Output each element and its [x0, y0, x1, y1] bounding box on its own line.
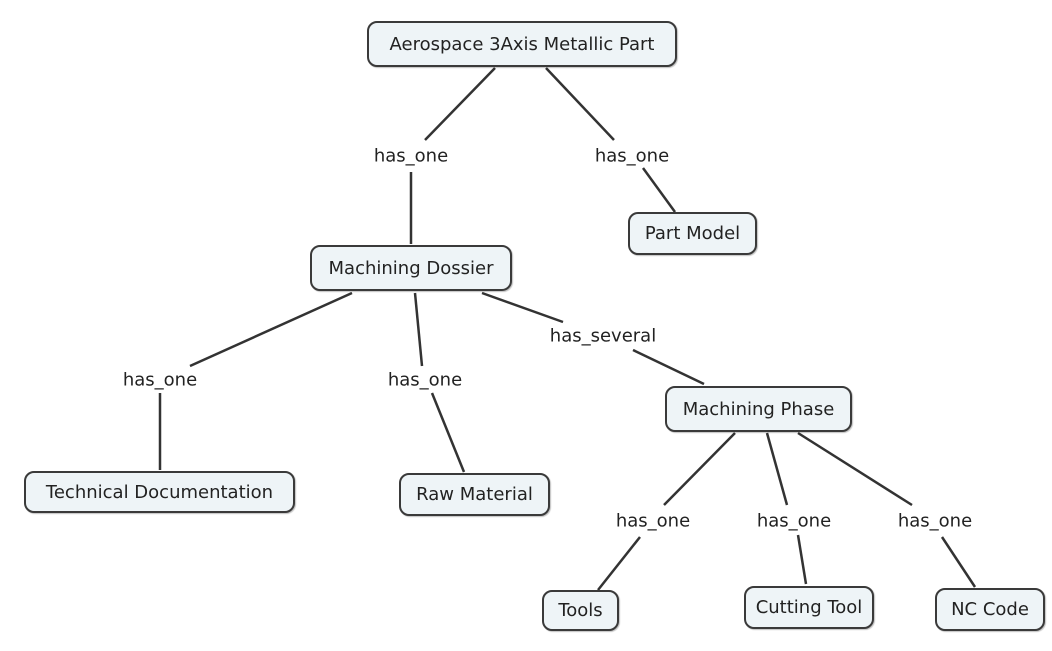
node-root[interactable]: Aerospace 3Axis Metallic Part [367, 21, 677, 67]
link-line-dossier-raw-a [413, 292, 424, 367]
node-technical-documentation[interactable]: Technical Documentation [24, 471, 295, 513]
link-line-dossier-phase-a [481, 291, 564, 324]
link-line-phase-tools-a [663, 432, 736, 506]
link-line-phase-tools-b [597, 536, 641, 591]
link-line-phase-nc-a [797, 431, 913, 507]
link-line-dossier-techdoc-a [189, 291, 353, 368]
link-label-root-dossier: has_one [371, 145, 451, 167]
link-label-root-partmodel: has_one [592, 145, 672, 167]
link-label-phase-cutting: has_one [754, 510, 834, 532]
link-line-root-partmodel-a [545, 67, 615, 141]
link-line-dossier-raw-b [430, 392, 466, 473]
link-line-root-dossier-a [424, 67, 496, 141]
node-part-model[interactable]: Part Model [628, 212, 757, 255]
node-machining-dossier[interactable]: Machining Dossier [310, 245, 512, 291]
link-label-dossier-techdoc: has_one [120, 369, 200, 391]
node-tools[interactable]: Tools [542, 590, 619, 631]
link-line-phase-nc-b [940, 536, 977, 588]
link-label-dossier-raw: has_one [385, 369, 465, 391]
link-line-phase-cutting-b [796, 534, 808, 585]
link-label-phase-tools: has_one [613, 510, 693, 532]
node-raw-material[interactable]: Raw Material [399, 473, 550, 516]
link-label-dossier-phase: has_several [547, 325, 659, 347]
node-cutting-tool[interactable]: Cutting Tool [744, 586, 874, 629]
link-line-dossier-phase-b [632, 348, 705, 386]
link-line-phase-cutting-a [765, 432, 789, 506]
node-machining-phase[interactable]: Machining Phase [665, 386, 852, 432]
link-label-phase-nc: has_one [895, 510, 975, 532]
link-line-root-partmodel-b [641, 167, 677, 213]
node-nc-code[interactable]: NC Code [935, 588, 1045, 631]
